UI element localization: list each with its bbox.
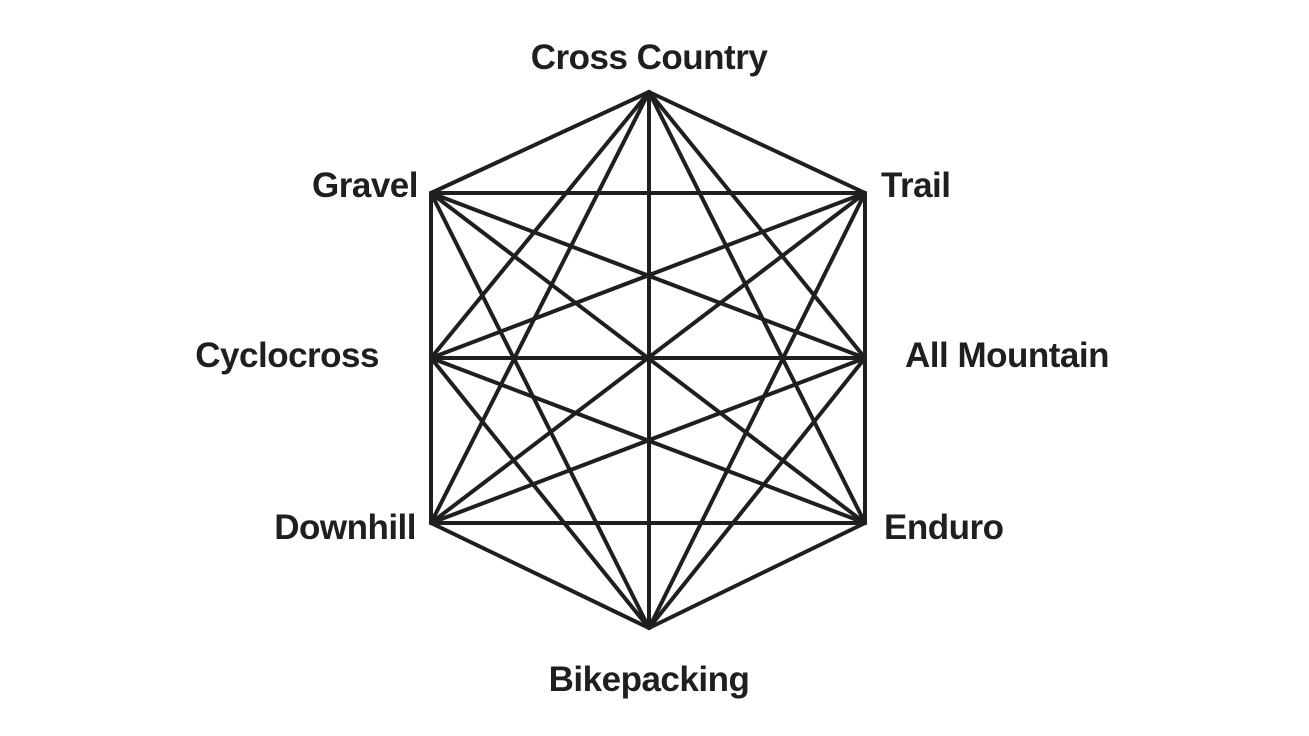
edge-all-mountain-gravel <box>429 191 867 360</box>
edge-enduro-gravel <box>429 191 867 525</box>
edge-bikepacking-downhill <box>429 521 651 630</box>
edge-cross-country-all-mountain <box>647 90 867 360</box>
node-label-downhill: Downhill <box>274 508 416 547</box>
edge-cross-country-downhill <box>429 90 651 525</box>
node-label-gravel: Gravel <box>312 166 418 205</box>
edge-trail-bikepacking <box>647 191 867 630</box>
node-label-trail: Trail <box>881 166 951 205</box>
node-label-bikepacking: Bikepacking <box>548 660 750 699</box>
edge-cross-country-gravel <box>429 90 651 195</box>
edge-cross-country-enduro <box>647 90 867 525</box>
edge-cross-country-trail <box>647 90 867 195</box>
edge-bikepacking-gravel <box>429 191 651 630</box>
edge-cross-country-cyclocross <box>429 90 651 360</box>
node-label-cross-country: Cross Country <box>530 38 768 77</box>
node-label-all-mountain: All Mountain <box>905 336 1109 375</box>
edge-all-mountain-bikepacking <box>647 356 867 630</box>
edge-bikepacking-cyclocross <box>429 356 651 630</box>
node-label-enduro: Enduro <box>884 508 1004 547</box>
edge-enduro-bikepacking <box>647 521 867 630</box>
node-label-cyclocross: Cyclocross <box>195 336 379 375</box>
edge-enduro-cyclocross <box>429 356 867 525</box>
